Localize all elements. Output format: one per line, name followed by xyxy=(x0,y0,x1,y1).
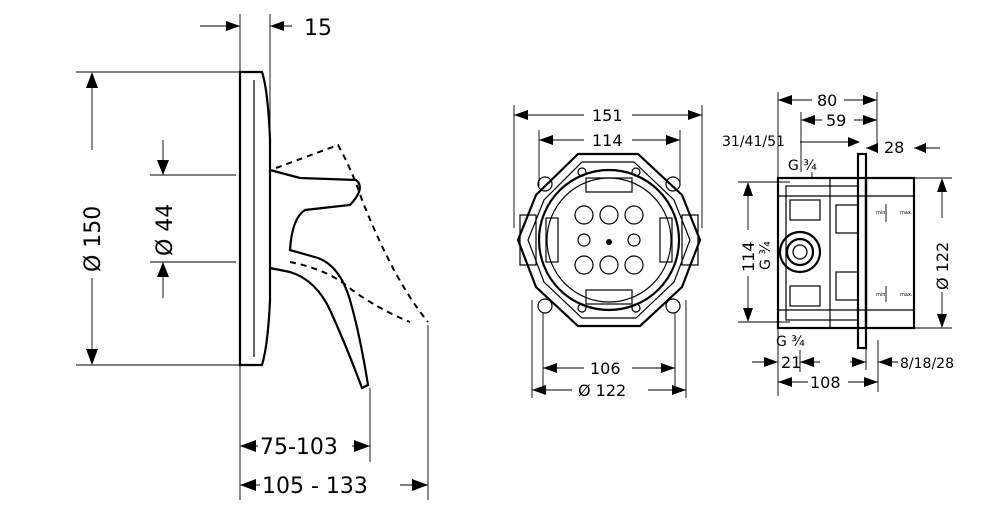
box-octagon-inner xyxy=(527,161,691,319)
box-octagon-outer xyxy=(516,152,702,328)
lever-rotated-dashed xyxy=(275,143,429,323)
label-max-bottom: max. xyxy=(900,292,913,298)
label-min-bottom: min. xyxy=(876,292,887,298)
dim-21: 21 xyxy=(781,353,801,372)
label-max-top: max. xyxy=(900,210,913,216)
dim-28: 28 xyxy=(884,138,904,157)
label-min-top: min. xyxy=(876,210,887,216)
wall-plate xyxy=(238,70,272,367)
dim-bottom-diameter: Ø 122 xyxy=(578,381,626,400)
dim-top-59: 59 xyxy=(826,111,846,130)
cover-body xyxy=(864,176,916,330)
dim-diameter-lever: Ø 44 xyxy=(153,204,178,256)
port-outer xyxy=(778,230,822,274)
dim-bottom-width: 106 xyxy=(590,359,621,378)
lever-handle xyxy=(269,168,370,390)
dim-plate-thickness: 15 xyxy=(304,16,332,41)
dim-height-114: 114 xyxy=(739,241,758,272)
dim-lever-range: 75-103 xyxy=(260,435,338,460)
thread-bottom: G ¾ xyxy=(776,334,805,350)
left-view: 15 Ø 150 Ø 44 75-103 105 - 133 xyxy=(76,14,429,500)
mounting-flange xyxy=(856,152,868,350)
dim-depth-8-18-28: 8/18/28 xyxy=(900,356,954,372)
front-view: 151 114 106 Ø 122 xyxy=(513,104,703,400)
dim-depth-options: 31/41/51 xyxy=(722,134,785,150)
dim-total-range: 105 - 133 xyxy=(262,474,368,499)
thread-mid: G ¾ xyxy=(758,241,774,270)
dim-diameter-plate: Ø 150 xyxy=(81,206,106,272)
dim-108: 108 xyxy=(810,373,841,392)
dim-top-80: 80 xyxy=(817,91,837,110)
dim-inner-width: 114 xyxy=(592,131,623,150)
box-ring-outer xyxy=(537,168,681,312)
side-view: min. max. min. max. 80 59 31/41/51 28 G … xyxy=(722,90,954,396)
thread-top: G ¾ xyxy=(788,158,817,174)
dim-outer-width: 151 xyxy=(592,106,623,125)
dim-diameter-122: Ø 122 xyxy=(933,242,952,290)
lever-rotated-dashed-2 xyxy=(289,261,411,323)
